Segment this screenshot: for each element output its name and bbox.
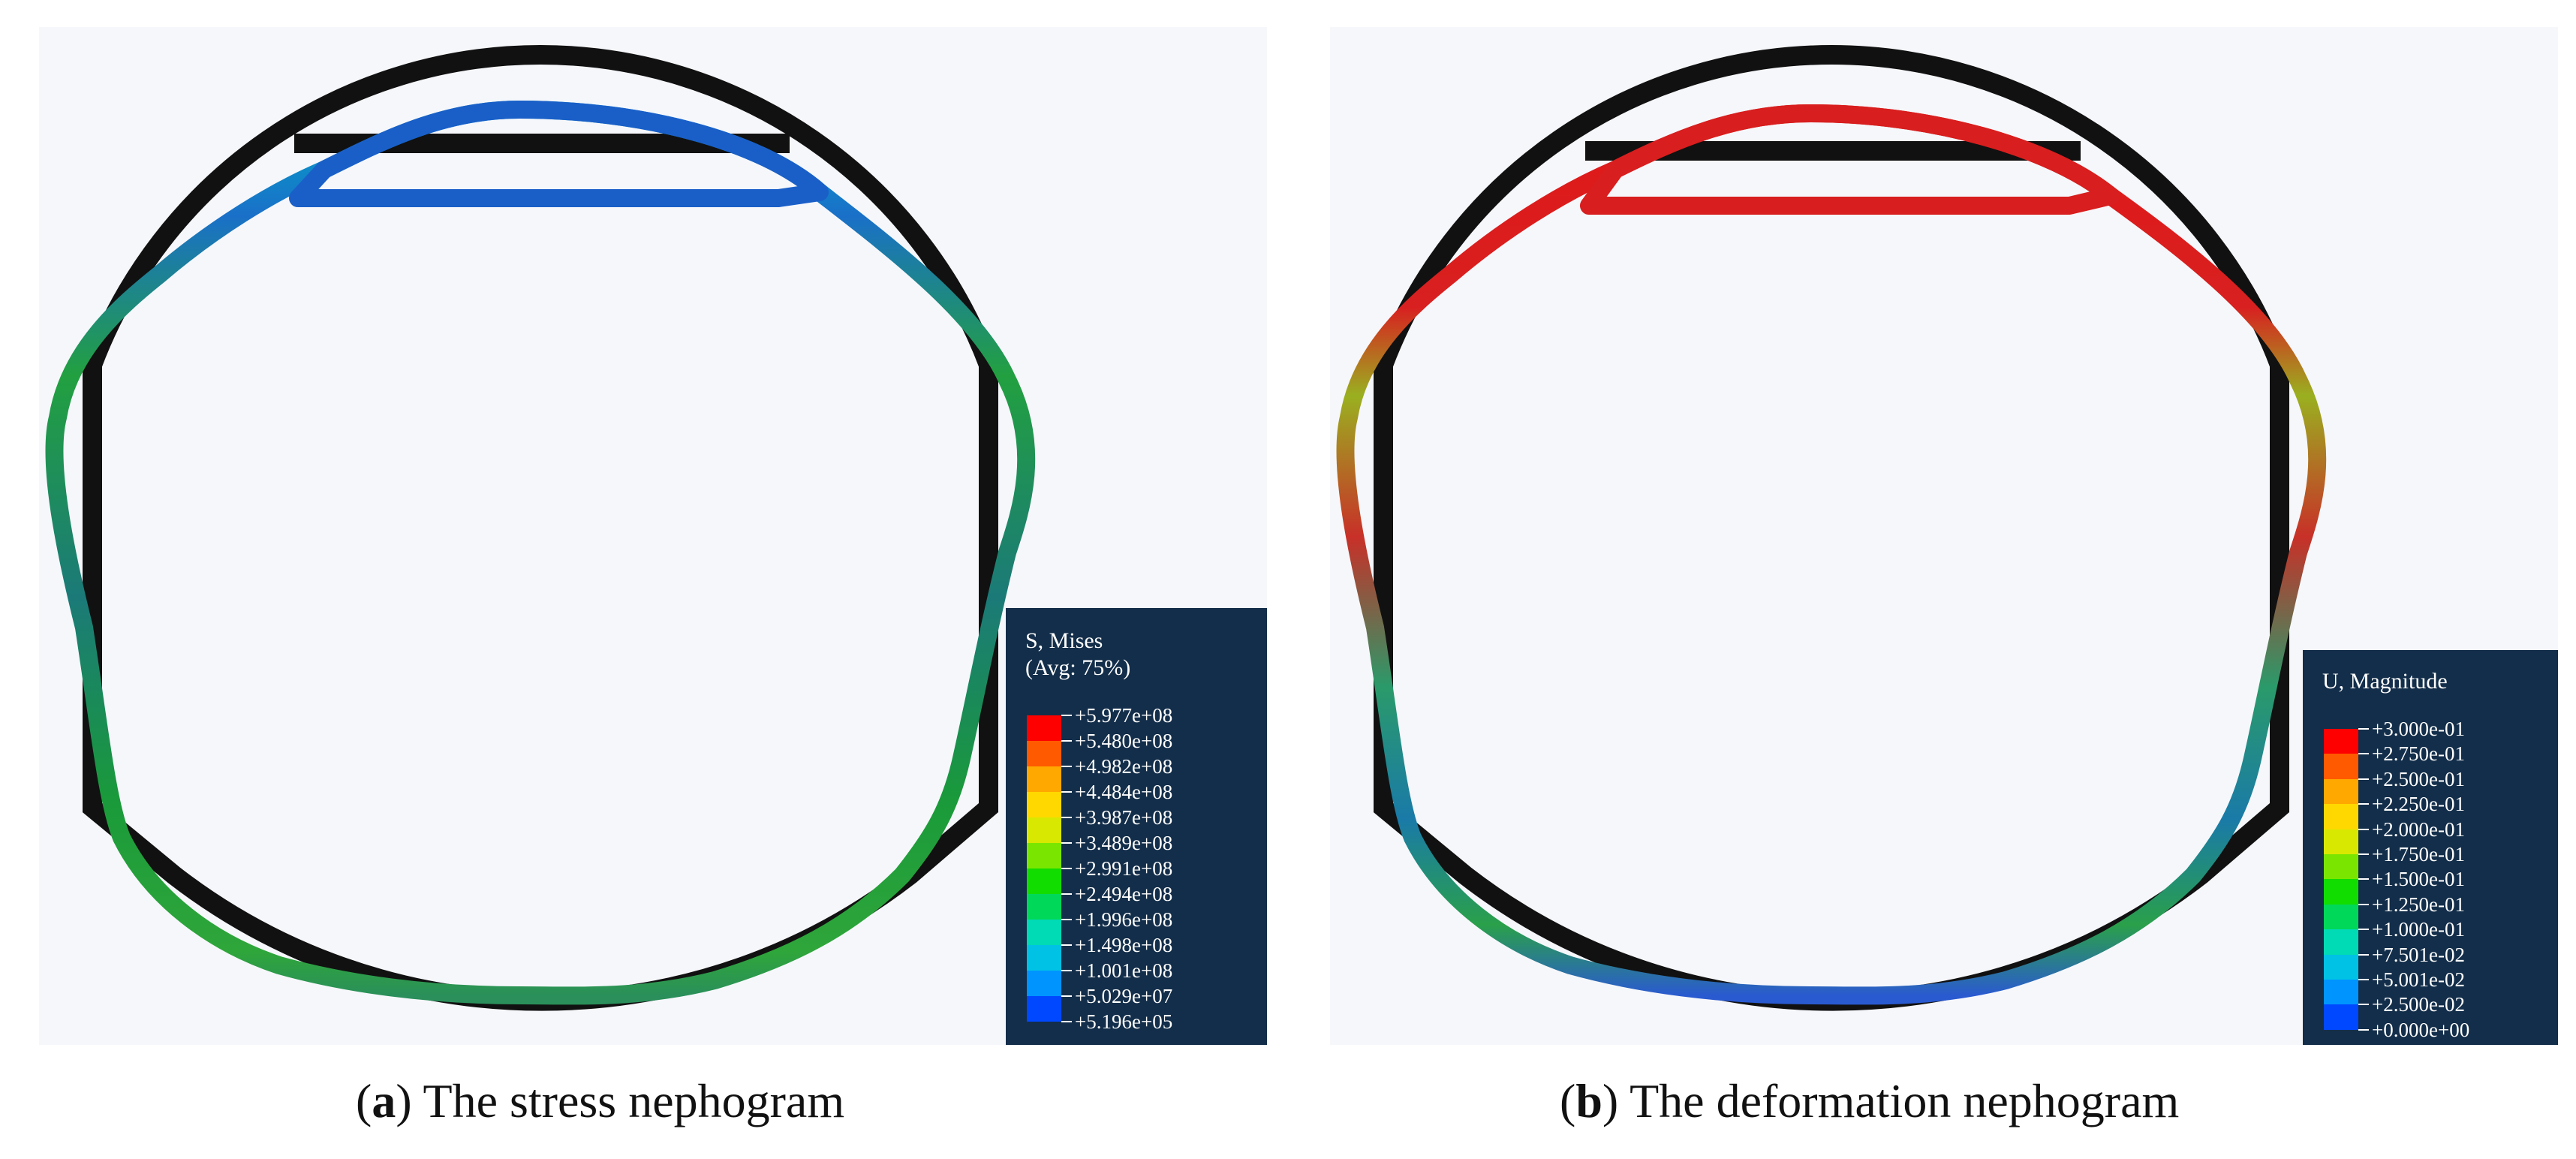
- legend-swatch: [2324, 904, 2358, 930]
- legend-tick: [1061, 995, 1072, 997]
- stress-legend: S, Mises (Avg: 75%) +5.977e+08 +5.480e+08…: [1006, 608, 1267, 1045]
- legend-label: +4.982e+08: [1075, 755, 1173, 778]
- legend-swatch: [2324, 929, 2358, 955]
- legend-label: +2.500e-02: [2372, 993, 2465, 1016]
- legend-swatch: [2324, 954, 2358, 980]
- legend-swatch: [2324, 854, 2358, 880]
- legend-tick: [2358, 853, 2369, 855]
- legend-swatch: [2324, 754, 2358, 779]
- legend-label: +2.991e+08: [1075, 857, 1173, 880]
- legend-label: +2.250e-01: [2372, 793, 2465, 816]
- legend-swatch: [1027, 920, 1061, 945]
- legend-swatch: [1027, 971, 1061, 996]
- deformed-shape: [1336, 104, 2327, 1005]
- legend-swatch: [1027, 894, 1061, 920]
- legend-tick: [1061, 766, 1072, 767]
- caption-a: (a) The stress nephogram: [356, 1074, 845, 1127]
- legend-tick: [1061, 715, 1072, 716]
- legend-swatch: [2324, 879, 2358, 905]
- legend-tick: [2358, 1004, 2369, 1006]
- caption-text: The stress nephogram: [423, 1074, 845, 1127]
- legend-swatch: [2324, 829, 2358, 854]
- legend-label: +2.000e-01: [2372, 817, 2465, 841]
- legend-label: +7.501e-02: [2372, 943, 2465, 966]
- legend-label: +1.750e-01: [2372, 843, 2465, 865]
- legend-tick: [2358, 903, 2369, 905]
- legend-tick: [1061, 970, 1072, 971]
- stress-nephogram-panel: S, Mises (Avg: 75%) +5.977e+08 +5.480e+08…: [39, 27, 1267, 1045]
- legend-label: +3.489e+08: [1075, 832, 1173, 854]
- legend-label: +2.750e-01: [2372, 742, 2465, 766]
- legend-tick: [2358, 728, 2369, 730]
- legend-title: S, Mises: [1025, 628, 1103, 653]
- legend-swatch: [2324, 804, 2358, 829]
- deformation-nephogram-panel: U, Magnitude +3.000e-01+2.750e-01+2.500e…: [1330, 27, 2558, 1045]
- deformed-shape: [45, 101, 1036, 1005]
- legend-label: +5.001e-02: [2372, 968, 2465, 991]
- legend-tick: [2358, 979, 2369, 980]
- legend-label: +0.000e+00: [2372, 1018, 2470, 1041]
- legend-swatch: [1027, 868, 1061, 894]
- legend-tick: [1061, 842, 1072, 844]
- legend-tick: [2358, 828, 2369, 830]
- legend-label: +1.250e-01: [2372, 893, 2465, 916]
- legend-tick: [1061, 1021, 1072, 1022]
- legend-swatch: [1027, 766, 1061, 792]
- legend-subtitle: (Avg: 75%): [1025, 655, 1131, 680]
- legend-tick: [1061, 868, 1072, 869]
- legend-swatch: [1027, 996, 1061, 1022]
- legend-tick: [1061, 817, 1072, 818]
- legend-label: +1.996e+08: [1075, 908, 1173, 931]
- legend-tick: [1061, 791, 1072, 793]
- legend-label: +5.977e+08: [1075, 704, 1173, 727]
- legend-tick: [1061, 944, 1072, 946]
- legend-tick: [2358, 1028, 2369, 1031]
- legend-tick: [2358, 878, 2369, 881]
- legend-title: U, Magnitude: [2322, 669, 2448, 694]
- legend-swatch: [1027, 945, 1061, 971]
- legend-tick: [2358, 803, 2369, 805]
- caption-b: (b) The deformation nephogram: [1560, 1074, 2180, 1127]
- legend-label: +4.484e+08: [1075, 781, 1173, 803]
- legend-label: +5.480e+08: [1075, 730, 1173, 752]
- deformation-nephogram-figure: [1336, 45, 2327, 1011]
- legend-swatch: [2324, 980, 2358, 1005]
- legend-tick: [1061, 893, 1072, 895]
- deformation-legend: U, Magnitude +3.000e-01+2.750e-01+2.500e…: [2303, 650, 2558, 1045]
- legend-tick: [1061, 919, 1072, 920]
- stress-nephogram-figure: [45, 45, 1036, 1011]
- caption-text: The deformation nephogram: [1630, 1074, 2180, 1127]
- legend-tick: [2358, 778, 2369, 780]
- legend-swatch: [1027, 715, 1061, 741]
- legend-swatch: [2324, 1004, 2358, 1030]
- caption-letter: a: [372, 1074, 396, 1127]
- caption-letter: b: [1575, 1074, 1602, 1127]
- legend-swatch: [1027, 817, 1061, 843]
- legend-label: +1.498e+08: [1075, 934, 1173, 956]
- legend-label: +2.500e-01: [2372, 767, 2465, 790]
- legend-label: +2.494e+08: [1075, 883, 1173, 905]
- legend-label: +5.196e+05: [1075, 1010, 1173, 1033]
- legend-label: +5.029e+07: [1075, 985, 1173, 1007]
- legend-tick: [2358, 953, 2369, 956]
- legend-label: +3.000e-01: [2372, 718, 2465, 740]
- legend-label: +1.500e-01: [2372, 868, 2465, 891]
- legend-label: +1.000e-01: [2372, 918, 2465, 941]
- legend-swatch: [2324, 729, 2358, 754]
- legend-tick: [2358, 929, 2369, 931]
- legend-tick: [2358, 753, 2369, 755]
- legend-label: +3.987e+08: [1075, 806, 1173, 829]
- legend-swatch: [2324, 778, 2358, 805]
- legend-swatch: [1027, 792, 1061, 817]
- legend-label: +1.001e+08: [1075, 959, 1173, 982]
- legend-swatch: [1027, 741, 1061, 766]
- legend-swatch: [1027, 843, 1061, 868]
- legend-tick: [1061, 740, 1072, 742]
